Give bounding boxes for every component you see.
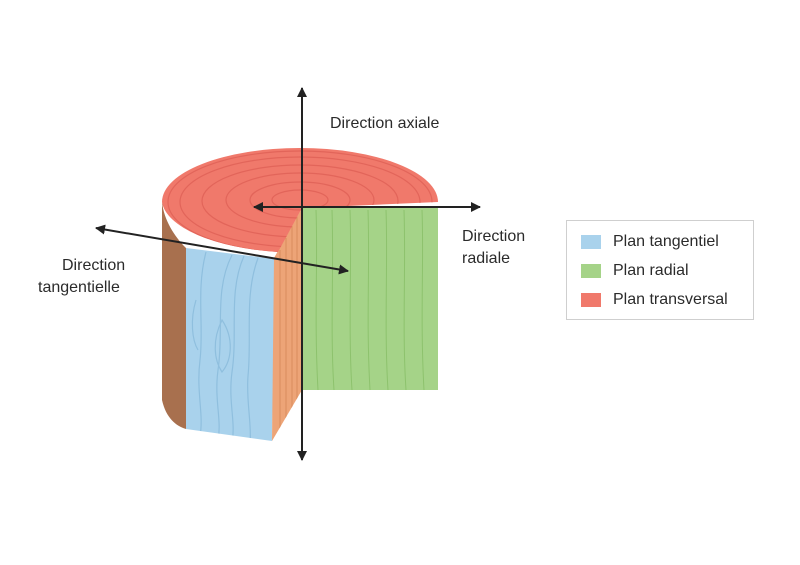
legend-item-tangential: Plan tangentiel (581, 231, 719, 253)
legend-label: Plan tangentiel (613, 233, 719, 250)
legend-swatch (581, 235, 601, 249)
bark-surface (162, 202, 186, 429)
label-tangential-direction-line1: Direction (62, 257, 126, 274)
label-radial-direction-line2: radiale (462, 250, 511, 267)
legend-label: Plan transversal (613, 291, 728, 308)
tangential-direction-arrow (95, 224, 349, 275)
radial-grain (315, 209, 425, 390)
legend-label: Plan radial (613, 262, 689, 279)
label-axial-direction: Direction axiale (330, 115, 440, 132)
legend-item-transverse: Plan transversal (581, 289, 728, 311)
legend-item-radial: Plan radial (581, 260, 689, 282)
legend: Plan tangentiel Plan radial Plan transve… (566, 220, 754, 320)
legend-swatch (581, 264, 601, 278)
tangential-grain (191, 251, 259, 441)
radial-plane (302, 208, 438, 390)
label-tangential-direction-line2: tangentielle (38, 279, 120, 296)
legend-swatch (581, 293, 601, 307)
label-radial-direction-line1: Direction (462, 228, 526, 245)
